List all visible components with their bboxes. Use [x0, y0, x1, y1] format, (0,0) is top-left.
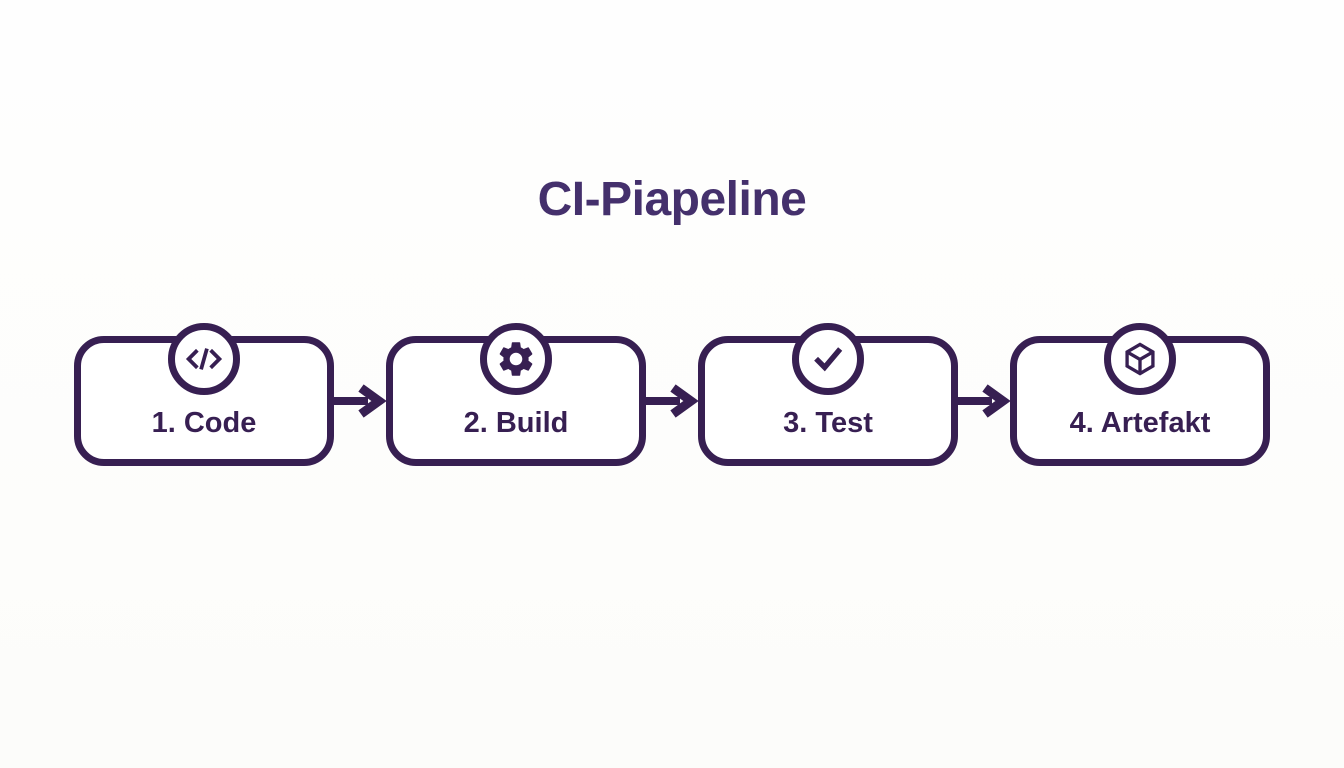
connector-2	[646, 381, 698, 421]
code-icon	[185, 348, 223, 370]
diagram-title: CI-Piapeline	[537, 173, 807, 226]
stage-artefakt-label: 4. Artefakt	[1069, 407, 1211, 439]
stage-build-label: 2. Build	[463, 407, 569, 439]
stage-artefakt: 4. Artefakt	[1010, 323, 1270, 466]
check-icon	[814, 347, 843, 372]
stage-artefakt-badge	[1104, 323, 1176, 395]
connector-1	[334, 381, 386, 421]
stage-test: 3. Test	[698, 323, 958, 466]
pipeline-row: 1. Code 2. Build	[0, 323, 1344, 466]
stage-build: 2. Build	[386, 323, 646, 466]
gear-icon	[499, 342, 533, 376]
stage-test-badge	[792, 323, 864, 395]
arrow-right-icon	[958, 384, 1010, 418]
arrow-right-icon	[334, 384, 386, 418]
stage-test-label: 3. Test	[783, 407, 873, 439]
arrow-right-icon	[646, 384, 698, 418]
stage-build-badge	[480, 323, 552, 395]
cube-icon	[1125, 342, 1155, 376]
stage-code: 1. Code	[74, 323, 334, 466]
stage-code-label: 1. Code	[151, 407, 257, 439]
stage-code-badge	[168, 323, 240, 395]
connector-3	[958, 381, 1010, 421]
